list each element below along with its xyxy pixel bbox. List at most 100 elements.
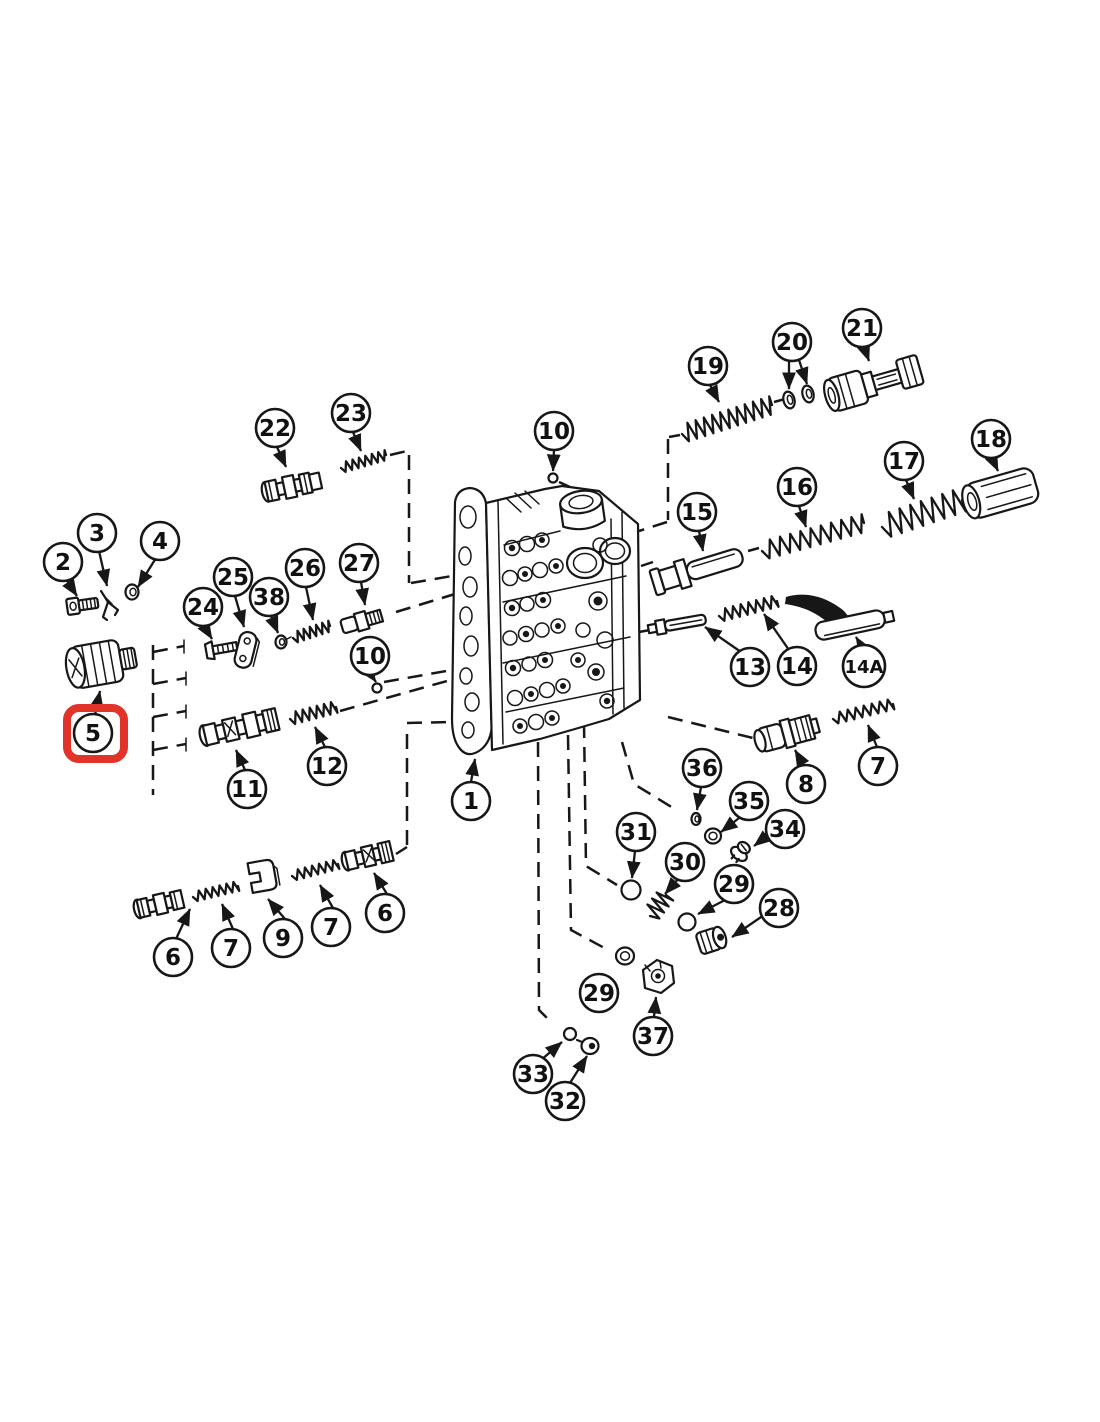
callout-25: 25 xyxy=(212,556,254,598)
svg-text:13: 13 xyxy=(734,655,766,681)
callout-6-left: 6 xyxy=(152,936,194,978)
svg-text:10: 10 xyxy=(354,644,386,670)
svg-text:29: 29 xyxy=(583,981,615,1007)
svg-text:23: 23 xyxy=(335,401,367,427)
part-ball-33 xyxy=(562,1026,578,1042)
svg-text:31: 31 xyxy=(620,820,652,846)
callout-34: 34 xyxy=(764,808,806,850)
part-valve-21 xyxy=(822,354,925,412)
part-shaft-14A xyxy=(814,609,896,641)
part-hex-nut-37 xyxy=(641,958,676,995)
svg-text:29: 29 xyxy=(718,872,750,898)
callout-3: 3 xyxy=(76,512,118,554)
svg-text:3: 3 xyxy=(89,521,105,547)
svg-text:26: 26 xyxy=(289,556,321,582)
svg-text:8: 8 xyxy=(798,772,814,798)
callout-30: 30 xyxy=(664,841,706,883)
svg-text:35: 35 xyxy=(733,789,765,815)
svg-text:15: 15 xyxy=(681,500,713,526)
callout-32: 32 xyxy=(544,1080,586,1122)
svg-text:27: 27 xyxy=(343,551,375,577)
part-spool-6-right xyxy=(340,839,395,872)
part-screw-24 xyxy=(203,640,239,661)
callout-33: 33 xyxy=(512,1053,554,1095)
callout-35: 35 xyxy=(728,780,770,822)
svg-text:7: 7 xyxy=(870,754,886,780)
svg-text:22: 22 xyxy=(259,416,291,442)
svg-text:6: 6 xyxy=(165,945,181,971)
callout-28: 28 xyxy=(758,887,800,929)
callout-7-mid: 7 xyxy=(310,906,352,948)
valve-body xyxy=(450,484,642,756)
svg-text:11: 11 xyxy=(231,777,263,803)
svg-text:30: 30 xyxy=(669,850,701,876)
svg-text:16: 16 xyxy=(781,475,813,501)
callout-10-lower: 10 xyxy=(349,635,391,677)
callout-19: 19 xyxy=(687,345,729,387)
part-spring-12 xyxy=(288,700,339,726)
callout-12: 12 xyxy=(306,745,348,787)
callout-13: 13 xyxy=(729,646,771,688)
svg-text:1: 1 xyxy=(463,789,479,815)
callout-14: 14 xyxy=(776,645,818,687)
callout-31: 31 xyxy=(615,811,657,853)
callout-37: 37 xyxy=(632,1015,674,1057)
part-plate-25 xyxy=(233,630,261,669)
part-spool-6-left xyxy=(132,888,186,920)
part-spring-7-right xyxy=(831,698,896,725)
callout-2: 2 xyxy=(42,541,84,583)
callout-29-lower: 29 xyxy=(578,972,620,1014)
svg-text:17: 17 xyxy=(888,449,920,475)
callout-18: 18 xyxy=(970,418,1012,460)
callout-23: 23 xyxy=(330,392,372,434)
callout-24: 24 xyxy=(182,586,224,628)
callout-10-upper: 10 xyxy=(533,410,575,452)
callout-15: 15 xyxy=(676,491,718,533)
svg-text:25: 25 xyxy=(217,565,249,591)
part-spring-23 xyxy=(339,449,388,474)
part-ball-31 xyxy=(620,879,642,901)
part-spool-22 xyxy=(260,471,324,503)
direction-arrow xyxy=(785,594,849,621)
svg-text:12: 12 xyxy=(311,754,343,780)
callout-4: 4 xyxy=(139,520,181,562)
part-ball-10-upper xyxy=(547,472,559,484)
callout-20: 20 xyxy=(771,321,813,363)
svg-text:6: 6 xyxy=(377,901,393,927)
part-washer-4 xyxy=(124,583,140,601)
svg-text:2: 2 xyxy=(55,550,71,576)
svg-text:33: 33 xyxy=(517,1062,549,1088)
svg-text:24: 24 xyxy=(187,595,219,621)
part-spring-7-left xyxy=(191,880,241,903)
part-oring-35 xyxy=(703,827,723,845)
part-solenoid-5 xyxy=(64,639,138,689)
svg-text:9: 9 xyxy=(275,926,291,952)
svg-text:7: 7 xyxy=(323,915,339,941)
svg-text:21: 21 xyxy=(846,316,878,342)
callout-6-right: 6 xyxy=(364,892,406,934)
callout-36: 36 xyxy=(681,747,723,789)
part-valve-13 xyxy=(646,613,707,636)
part-spring-17 xyxy=(880,489,967,538)
callout-38: 38 xyxy=(248,576,290,618)
part-washers-20 xyxy=(782,384,815,410)
callout-22: 22 xyxy=(254,407,296,449)
svg-text:5: 5 xyxy=(85,721,101,747)
part-spring-7-mid xyxy=(290,858,341,882)
callout-27: 27 xyxy=(338,542,380,584)
svg-text:28: 28 xyxy=(763,896,795,922)
part-spring-19 xyxy=(680,395,774,443)
highlight-box xyxy=(63,704,128,763)
part-clip-9 xyxy=(246,858,281,894)
svg-text:38: 38 xyxy=(253,585,285,611)
svg-text:37: 37 xyxy=(637,1024,669,1050)
svg-text:20: 20 xyxy=(776,330,808,356)
part-spring-16 xyxy=(760,513,866,560)
part-spring-26 xyxy=(291,619,332,644)
part-sleeve-18 xyxy=(961,467,1040,520)
callout-5-highlighted: 5 xyxy=(72,712,114,754)
part-valve-27 xyxy=(339,608,385,635)
callout-7-right: 7 xyxy=(857,745,899,787)
